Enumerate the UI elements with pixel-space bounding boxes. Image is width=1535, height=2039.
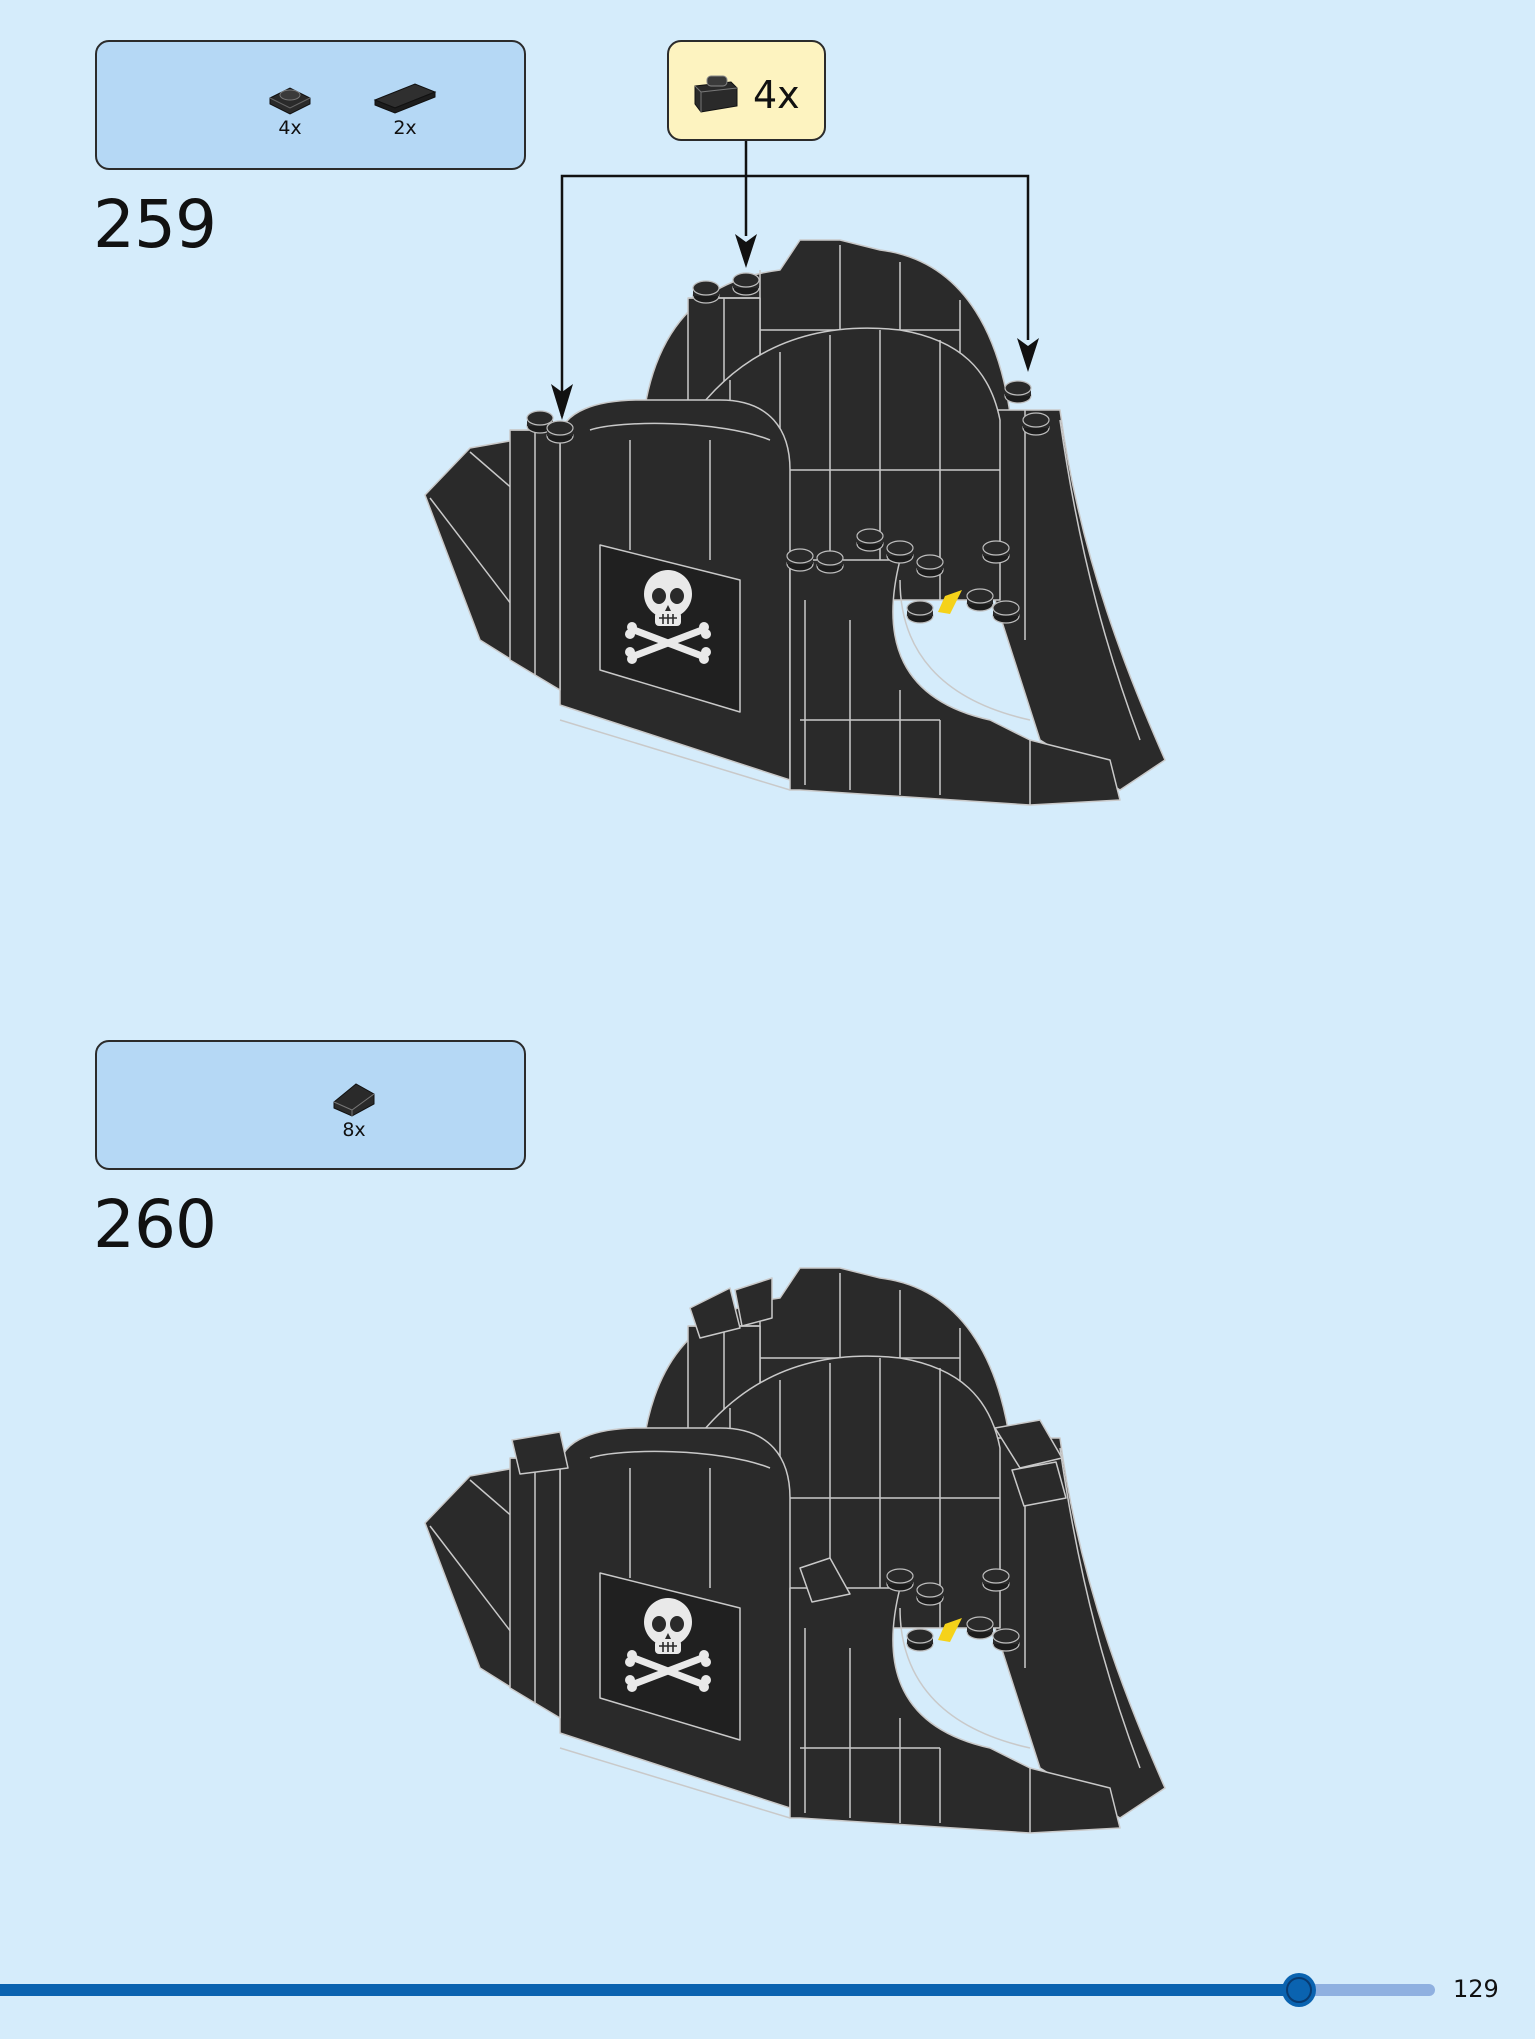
part-qty: 2x: [393, 117, 417, 139]
placement-arrows: [551, 141, 1039, 420]
round-plate-1x1-icon: [269, 87, 311, 115]
tile-1x2-icon: [373, 83, 437, 114]
slope-1x1-icon: [333, 1083, 375, 1117]
progress-knob: [1282, 1973, 1316, 2007]
parts-list-260: 8x: [95, 1040, 526, 1170]
step-number: 260: [93, 1186, 217, 1263]
part-item: 2x: [360, 78, 450, 138]
part-item: 4x: [245, 82, 335, 138]
callout-qty: 4x: [753, 73, 800, 117]
part-item: 8x: [309, 1078, 399, 1140]
yellow-piece: [938, 590, 962, 614]
plate-1x1-icon: [694, 75, 738, 113]
part-qty: 8x: [342, 1119, 366, 1141]
sub-assembly-callout: 4x: [667, 40, 826, 141]
parts-list-259: 4x 2x: [95, 40, 526, 170]
yellow-piece: [938, 1618, 962, 1642]
model-render-259: [424, 239, 1166, 806]
page-number: 129: [1453, 1975, 1499, 2003]
progress-fill: [0, 1984, 1299, 1996]
part-qty: 4x: [278, 117, 302, 139]
step-number: 259: [93, 186, 217, 263]
progress-bar: [0, 1984, 1435, 1996]
